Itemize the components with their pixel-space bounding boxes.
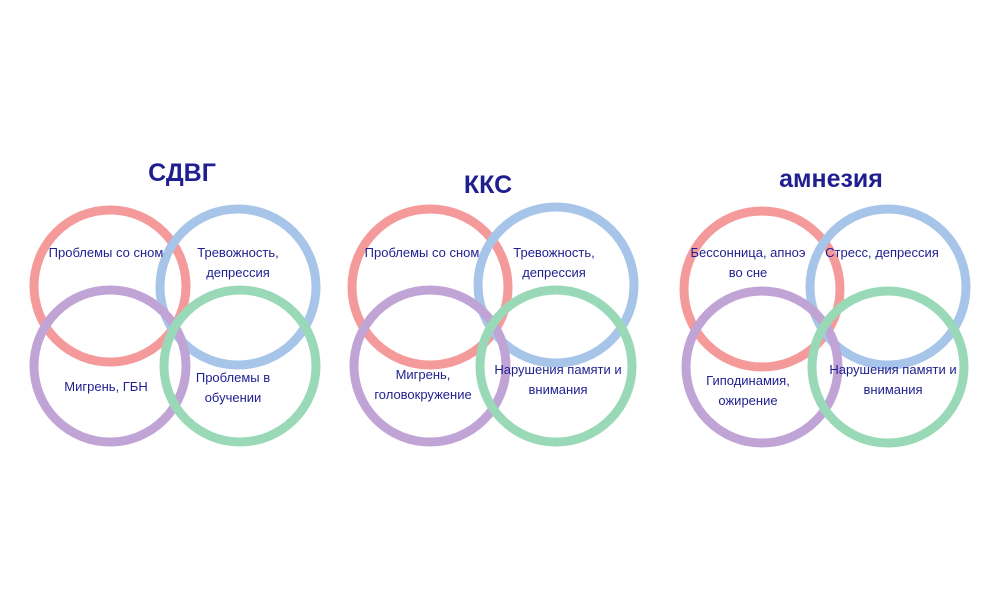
label-migraine: Мигрень, ГБН xyxy=(64,379,148,394)
label-insomnia-apnea: Бессонница, апноэ во сне xyxy=(690,245,806,280)
label-learning-problems: Проблемы в обучении xyxy=(195,370,271,405)
label-migraine-dizziness: Мигрень, головокружение xyxy=(374,367,472,402)
label-stress-depression: Стресс, депрессия xyxy=(825,245,939,260)
circle-green xyxy=(475,285,637,447)
label-hypodynamia-obesity: Гиподинамия, ожирение xyxy=(706,373,790,408)
circle-green xyxy=(159,285,321,447)
circle-blue xyxy=(805,204,971,370)
circle-blue xyxy=(473,202,639,368)
label-sleep-problems: Проблемы со сном xyxy=(364,245,480,260)
circle-red xyxy=(29,205,191,367)
circle-green xyxy=(807,286,969,448)
group-title-adhd: СДВГ xyxy=(148,159,216,187)
group-title-kks: ККС xyxy=(463,171,513,199)
label-anxiety-depression: Тревожность, депрессия xyxy=(197,245,279,280)
label-anxiety-depression: Тревожность, депрессия xyxy=(513,245,595,280)
label-memory-attention: Нарушения памяти и внимания xyxy=(829,362,957,397)
circle-purple xyxy=(29,285,191,447)
group-title-amnesia: амнезия xyxy=(779,165,883,193)
label-memory-attention: Нарушения памяти и внимания xyxy=(494,362,622,397)
circle-blue xyxy=(155,204,321,370)
circle-red xyxy=(347,204,513,370)
circle-purple xyxy=(349,285,511,447)
label-sleep-problems: Проблемы со сном xyxy=(48,245,164,260)
circle-purple xyxy=(681,286,843,448)
circle-red xyxy=(679,206,845,372)
